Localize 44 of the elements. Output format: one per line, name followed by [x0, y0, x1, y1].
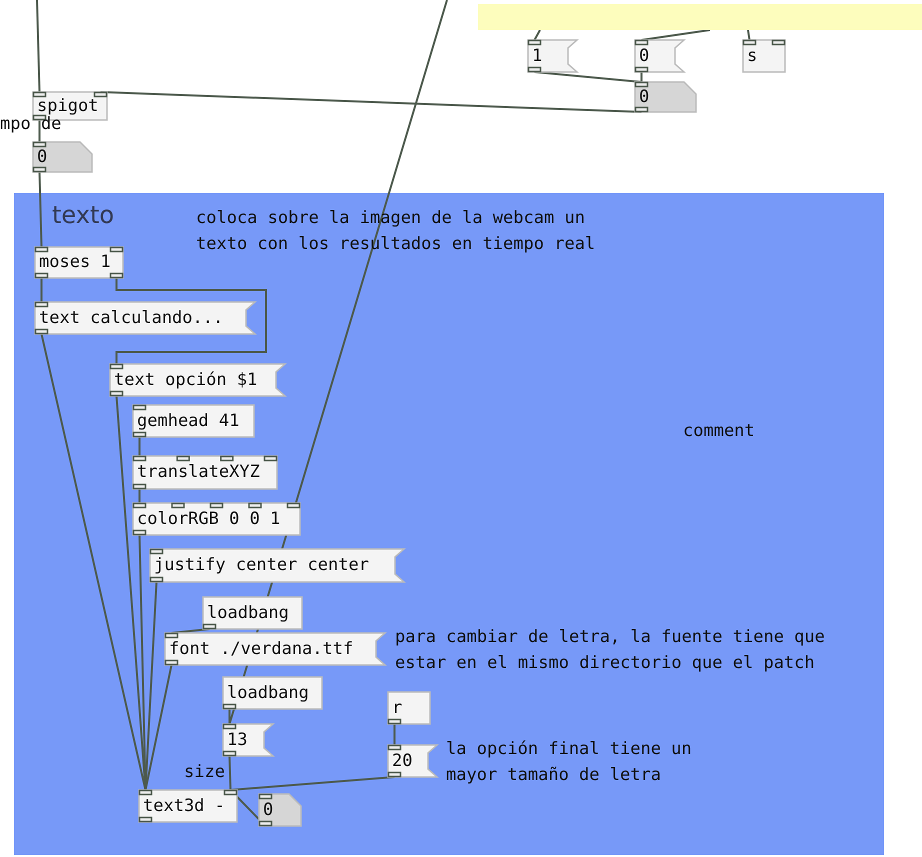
patch-cord [138, 437, 140, 456]
canvas-band [478, 4, 922, 30]
number-box: 0 [635, 82, 696, 112]
comment-text: para cambiar de letra, la fuente tiene que estar en el mismo directorio que el patch [395, 626, 826, 675]
canvas-panel [14, 193, 884, 855]
object-box: loadbang [223, 677, 322, 709]
patch-cord [144, 664, 172, 790]
object-box: s [743, 40, 785, 72]
number-box: 0 [33, 142, 92, 172]
patch-cord [228, 756, 232, 790]
patch-cord [534, 71, 642, 83]
patch-cord [40, 334, 146, 790]
message-box: text calculando... [35, 302, 255, 334]
patch-cord [38, 172, 42, 248]
patch-cord [640, 72, 642, 82]
patch-cord [171, 628, 210, 634]
number-box: 0 [259, 794, 301, 826]
patch-cord [641, 29, 710, 41]
object-box: translateXYZ [133, 456, 277, 489]
object-box: moses 1 [35, 247, 123, 278]
object-box: loadbang [203, 597, 302, 629]
object-box: colorRGB 0 0 1 [133, 503, 300, 535]
patch-cord [36, 0, 40, 92]
message-box: font ./verdana.ttf [165, 633, 385, 665]
patch-cord [38, 120, 40, 142]
message-box: text opción $1 [110, 364, 285, 396]
patch-cord [747, 30, 750, 40]
message-box: justify center center [150, 549, 404, 582]
panel-title: texto [52, 201, 114, 229]
patch-cord [228, 709, 230, 724]
patch-cord [116, 278, 267, 364]
comment-text: size [184, 761, 226, 784]
comment-text: comment [683, 420, 756, 443]
message-box: 1 [528, 40, 577, 72]
patch-cord [138, 489, 140, 503]
patch-cord [394, 724, 396, 745]
comment-text: la opción final tiene un mayor tamaño de letra [446, 738, 693, 787]
patch-cord [40, 278, 42, 302]
patch-cord [534, 30, 541, 40]
object-box: gemhead 41 [133, 405, 254, 437]
object-box: r [388, 692, 430, 724]
object-box: text3d - [139, 790, 237, 822]
patch-cord [144, 582, 158, 790]
message-box: 0 [635, 40, 684, 72]
